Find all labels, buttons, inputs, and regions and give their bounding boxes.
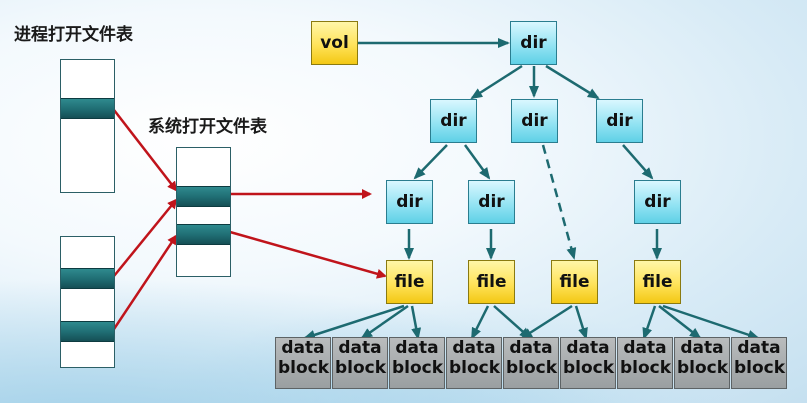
edge-dir1-dir2 [463,144,491,180]
system-table-title: 系统打开文件表 [148,117,267,137]
system-table-entry-1 [177,186,230,207]
block-label-block: block [278,358,330,378]
block-label-data: data [566,338,610,358]
block-label-data: data [623,338,667,358]
block-label-data: data [395,338,439,358]
block-label-data: data [452,338,496,358]
block-label-data: data [509,338,553,358]
block-label-block: block [734,358,786,378]
file-node-3: file [551,260,598,304]
dir-node-l3-2: dir [468,180,515,224]
red-arrows [112,109,387,330]
block-label-block: block [677,358,729,378]
arrow-proc2a-to-sys1 [113,198,178,277]
block-label-block: block [449,358,501,378]
edge-file1-b3 [410,305,422,340]
block-label-data: data [281,338,325,358]
edge-file4-b8 [658,305,702,340]
edge-file2-b5 [493,305,532,340]
edge-root-dir3 [545,64,600,100]
process-table-2-entry-a [61,268,114,289]
vol-node: vol [311,21,358,65]
dir-node-l3-1: dir [386,180,433,224]
file-node-1: file [386,260,433,304]
edge-root-dir1 [470,64,523,100]
dir-node-l3-3: dir [634,180,681,224]
process-table-1 [60,59,115,193]
system-table [176,147,231,277]
edge-file4-b9 [662,304,760,340]
arrow-proc2b-to-sys2 [112,234,178,330]
process-table-1-entry [61,98,114,119]
edge-dir1-dir [413,144,448,180]
process-table-2-entry-b [61,321,114,342]
arrow-sys2-to-file [229,230,387,279]
process-table-title: 进程打开文件表 [14,25,133,45]
edge-file1-b2 [360,304,409,340]
file-node-4: file [634,260,681,304]
system-table-entry-2 [177,224,230,245]
edge-file2-b4 [470,305,490,340]
block-label-data: data [737,338,781,358]
dir-node-l2-1: dir [430,99,477,143]
block-label-block: block [335,358,387,378]
block-label-block: block [563,358,615,378]
edge-file4-b7 [642,305,657,340]
dir-node-l2-2: dir [511,99,558,143]
edge-file3-b6 [574,305,588,340]
block-label-block: block [506,358,558,378]
block-label-data: data [338,338,382,358]
tree-edges [303,38,760,340]
edge-file3-b5 [520,304,573,340]
file-node-2: file [468,260,515,304]
process-table-2 [60,236,115,368]
edge-dir2-file-dashed [541,144,577,260]
arrow-proc1-to-sys1 [113,109,178,192]
root-dir-node: dir [510,21,557,65]
block-label-block: block [620,358,672,378]
block-label-block: block [392,358,444,378]
block-label-data: data [680,338,724,358]
edge-dir3-dir [622,144,654,180]
dir-node-l2-3: dir [596,99,643,143]
edge-file1-b1 [303,304,405,340]
